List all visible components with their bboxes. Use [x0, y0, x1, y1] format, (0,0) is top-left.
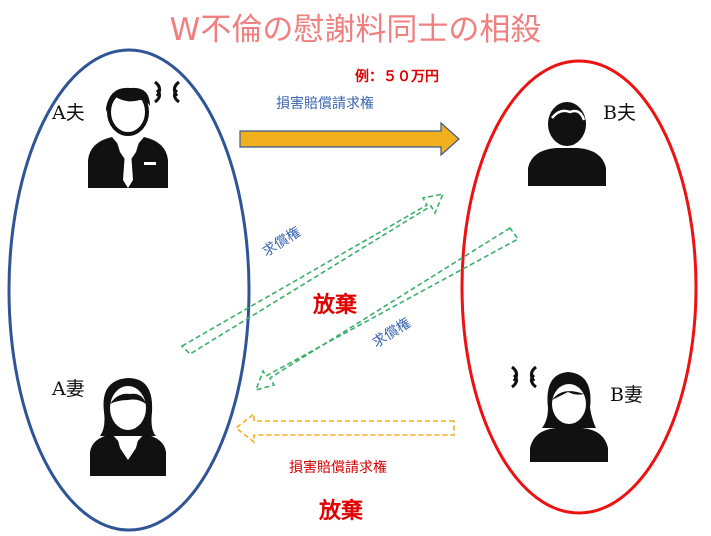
anger-mark-icon — [154, 80, 180, 104]
group-a-ellipse — [7, 48, 251, 532]
bottom-damages-label: 損害賠償請求権 — [289, 460, 387, 476]
damages-arrow-dashed — [234, 412, 455, 444]
top-damages-label: 損害賠償請求権 — [276, 96, 374, 112]
b-husband-icon — [528, 102, 606, 186]
label-a-wife: A妻 — [52, 378, 85, 400]
label-a-husband: A夫 — [52, 102, 85, 124]
b-wife-icon — [530, 372, 608, 462]
group-b-ellipse — [460, 59, 698, 515]
damages-arrow-solid — [239, 121, 460, 157]
anger-mark-icon — [511, 365, 537, 389]
label-b-husband: B夫 — [603, 102, 636, 124]
bottom-damages-status: 放棄 — [319, 499, 364, 524]
page-title: W不倫の慰謝料同士の相殺 — [169, 12, 542, 48]
example-amount: 例：５０万円 — [355, 69, 439, 85]
reimbursement-arrow-upper — [180, 192, 445, 356]
label-b-wife: B妻 — [610, 384, 643, 406]
reimbursement-arrow-lower — [254, 226, 520, 392]
a-wife-icon — [90, 378, 166, 476]
reimbursement-status: 放棄 — [313, 293, 358, 318]
a-husband-icon — [88, 87, 168, 188]
